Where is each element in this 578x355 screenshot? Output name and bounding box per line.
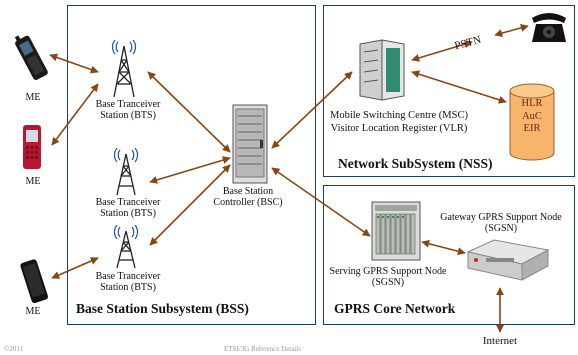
link-me2-bts1 bbox=[51, 83, 99, 146]
footer-left: ©2011 bbox=[4, 345, 24, 353]
link-bts2-bsc bbox=[149, 156, 231, 184]
ggsn-label: Gateway GPRS Support Node (SGSN) bbox=[440, 212, 562, 234]
link-msc-pstn bbox=[411, 40, 473, 62]
link-bsc-sgsn bbox=[271, 167, 371, 237]
link-msc-db bbox=[411, 70, 507, 104]
bts-label-2: Base Tranceiver Station (BTS) bbox=[95, 197, 161, 219]
bsc-cabinet-icon bbox=[232, 104, 268, 184]
bts-label-1: Base Tranceiver Station (BTS) bbox=[95, 99, 161, 121]
bss-title: Base Station Subsystem (BSS) bbox=[76, 301, 249, 316]
sgsn-equipment-icon bbox=[371, 201, 421, 261]
link-bts1-bsc bbox=[147, 71, 231, 153]
bsc-label: Base Station Controller (BSC) bbox=[213, 186, 283, 208]
bss-region bbox=[67, 5, 316, 325]
msc-label: Mobile Switching Centre (MSC) Visitor Lo… bbox=[330, 110, 468, 134]
me-label-1: ME bbox=[25, 92, 41, 103]
internet-label: Internet bbox=[482, 335, 518, 347]
me-label-3: ME bbox=[25, 306, 41, 317]
link-pstn-phone bbox=[494, 24, 529, 37]
nss-title: Network SubSystem (NSS) bbox=[338, 156, 493, 171]
gprs-region bbox=[323, 185, 575, 325]
link-sgsn-ggsn bbox=[421, 239, 466, 256]
me-label-2: ME bbox=[25, 176, 41, 187]
smartphone-icon bbox=[20, 259, 49, 304]
link-me3-bts3 bbox=[51, 257, 99, 279]
bts-tower-icon bbox=[113, 225, 139, 269]
mobile-phone-icon bbox=[23, 125, 41, 169]
link-bts3-bsc bbox=[149, 164, 231, 246]
bts-tower-icon bbox=[111, 40, 137, 98]
bts-label-3: Base Tranceiver Station (BTS) bbox=[95, 271, 161, 293]
mobile-phone-icon bbox=[14, 35, 48, 81]
footer-center: ETSI/3G Reference Details bbox=[224, 345, 301, 353]
msc-server-icon bbox=[359, 39, 405, 101]
link-me1-bts1 bbox=[49, 53, 99, 74]
database-label: HLR AuC EIR bbox=[521, 98, 543, 134]
sgsn-label: Serving GPRS Support Node (SGSN) bbox=[329, 266, 447, 288]
telephone-icon bbox=[532, 13, 566, 42]
gprs-title: GPRS Core Network bbox=[334, 301, 456, 316]
link-bsc-msc bbox=[271, 71, 353, 149]
bts-tower-icon bbox=[113, 148, 139, 196]
ggsn-router-icon bbox=[466, 239, 550, 281]
database-icon bbox=[509, 83, 555, 161]
